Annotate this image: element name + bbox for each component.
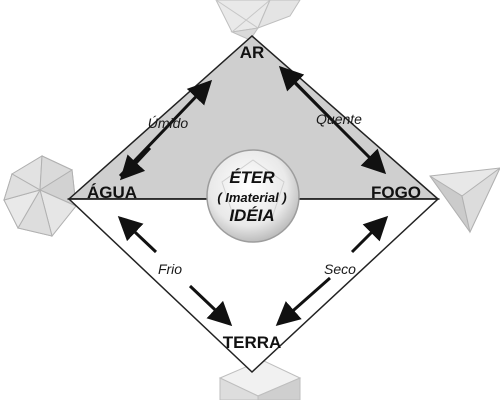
arrow-fogo-to-terra xyxy=(275,276,331,326)
edge-label-frio: Frio xyxy=(158,261,182,277)
center-label-imaterial: ( Imaterial ) xyxy=(217,190,286,205)
arrow-agua-to-terra xyxy=(117,215,158,254)
edge-label-seco: Seco xyxy=(324,261,356,277)
arrow-terra-to-fogo xyxy=(350,215,389,254)
node-ar: AR xyxy=(240,43,265,62)
node-terra: TERRA xyxy=(223,333,282,352)
arrow-ar-to-agua xyxy=(119,146,152,181)
icosahedron-icon xyxy=(3,155,77,238)
node-agua: ÁGUA xyxy=(87,183,137,202)
node-fogo: FOGO xyxy=(371,183,421,202)
octahedron-icon xyxy=(215,0,301,41)
tetrahedron-icon xyxy=(429,167,500,234)
cube-icon xyxy=(218,359,302,400)
center-label-ideia: IDÉIA xyxy=(229,206,274,225)
edge-label-quente: Quente xyxy=(316,111,362,127)
edge-label-umido: Úmido xyxy=(148,115,189,131)
dodecahedron-icon xyxy=(206,149,300,243)
center-label-eter: ÉTER xyxy=(229,168,275,187)
arrow-terra-direction-left xyxy=(188,284,233,327)
arrow-fogo-to-ar xyxy=(278,65,332,120)
